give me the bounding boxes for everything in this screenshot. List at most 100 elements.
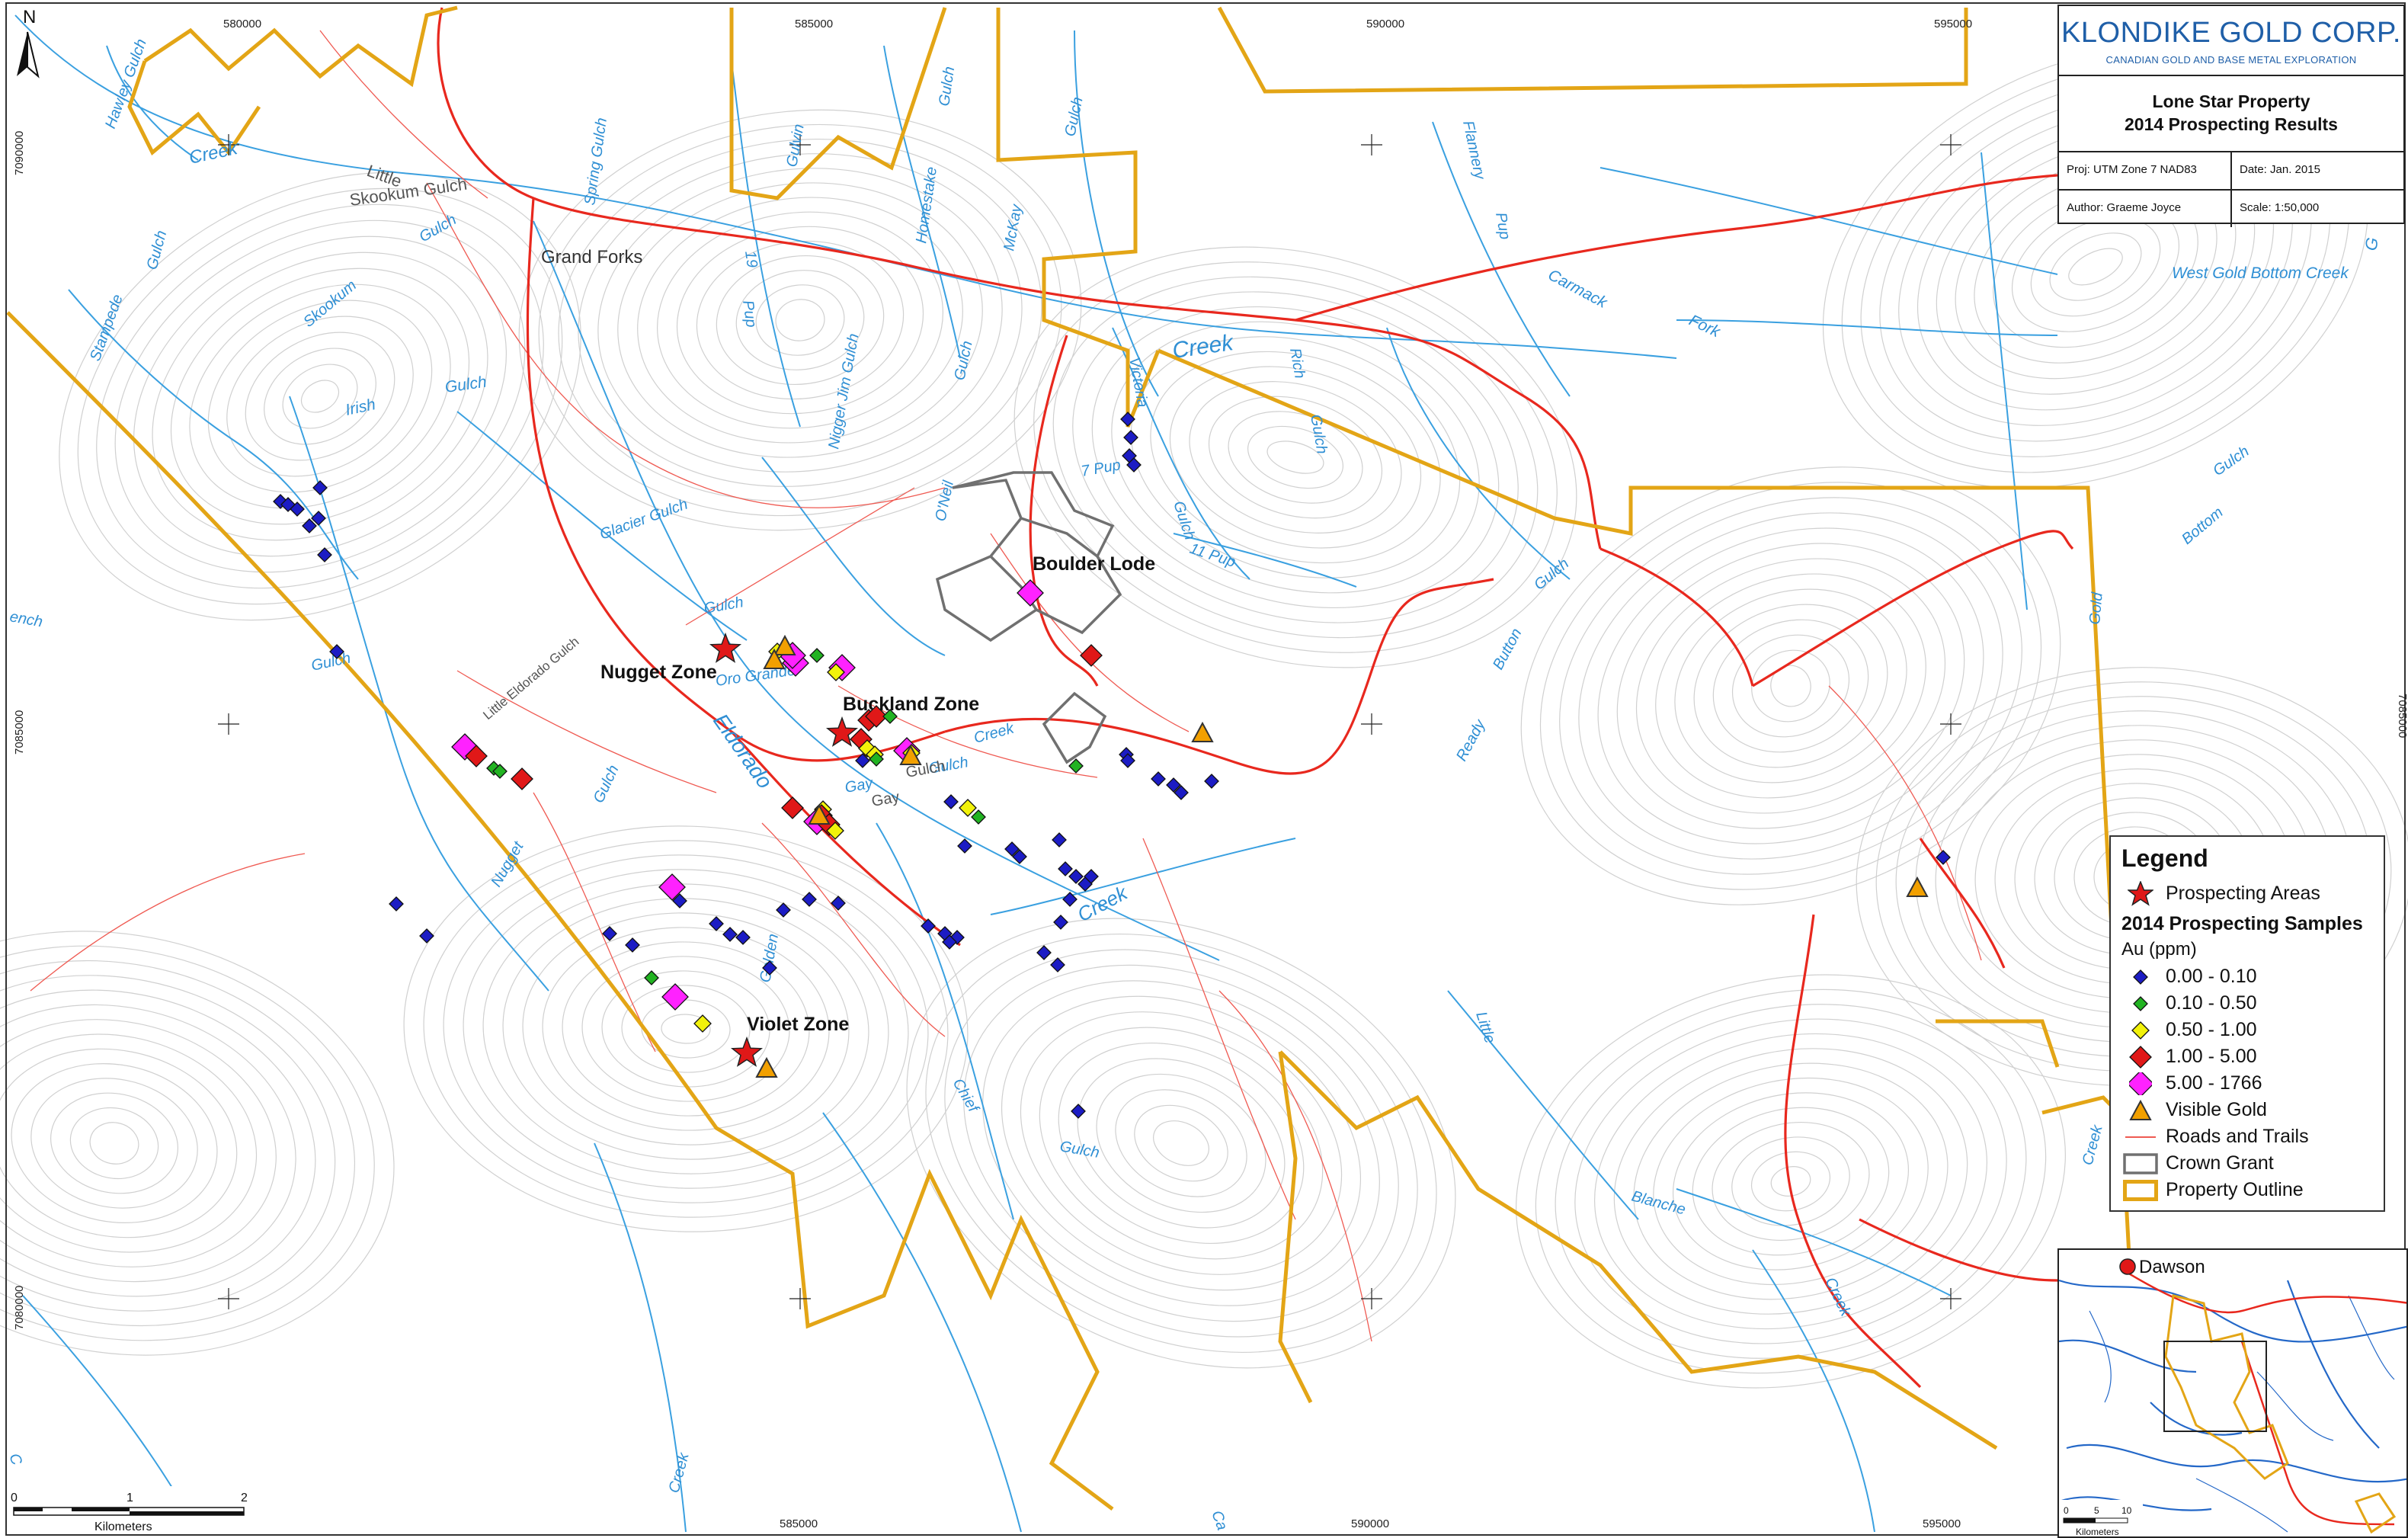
legend-roads: Roads and Trails xyxy=(2121,1123,2373,1150)
inset-tick-5: 5 xyxy=(2094,1505,2099,1516)
sample-point xyxy=(1004,841,1020,857)
sample-point xyxy=(709,916,724,931)
visible-gold-point xyxy=(773,634,796,655)
legend-property-outline: Property Outline xyxy=(2121,1177,2373,1203)
property-outline xyxy=(6,5,2150,1511)
sample-point xyxy=(602,926,617,941)
label-violet-zone: Violet Zone xyxy=(747,1014,849,1035)
main-roads xyxy=(437,7,2074,1389)
sample-point xyxy=(942,934,957,950)
legend-class-label: 0.00 - 0.10 xyxy=(2166,966,2257,987)
label-west-gold-bottom-creek: West Gold Bottom Creek xyxy=(2172,264,2349,282)
inset-dawson-label: Dawson xyxy=(2139,1257,2205,1277)
visible-gold-point xyxy=(763,648,786,669)
label-gulch-f: Gulch xyxy=(1307,413,1330,455)
visible-gold-points xyxy=(755,634,1929,1078)
grid-label-right-1: 7085000 xyxy=(2396,694,2408,738)
sample-point xyxy=(1068,758,1084,774)
company-tagline: CANADIAN GOLD AND BASE METAL EXPLORATION xyxy=(2105,54,2357,66)
sample-point xyxy=(1012,849,1027,864)
label-gold: Gold xyxy=(2086,591,2106,626)
label-gulch-l: Gulch xyxy=(703,594,744,617)
sample-point xyxy=(735,930,751,945)
diamond-icon xyxy=(2121,966,2160,988)
sample-point xyxy=(1053,915,1068,930)
sample-point xyxy=(827,663,845,681)
label-carmack: Carmack xyxy=(1545,266,1611,312)
sample-point xyxy=(658,873,686,901)
label-gulch-b: Gulch xyxy=(936,66,958,107)
sample-point xyxy=(465,745,488,767)
sample-point xyxy=(1050,957,1065,972)
sample-point xyxy=(865,705,888,728)
sample-point xyxy=(809,648,825,663)
streams xyxy=(14,14,2058,1533)
map-title: Lone Star Property 2014 Prospecting Resu… xyxy=(2059,76,2403,152)
legend-samples-heading: 2014 Prospecting Samples xyxy=(2121,913,2363,934)
prospecting-area-star xyxy=(825,716,859,747)
sample-point xyxy=(921,918,936,934)
sample-points xyxy=(273,412,1951,1119)
label-rich: Rich xyxy=(1286,347,1308,380)
label-fork: Fork xyxy=(1686,312,1724,341)
label-creek-blanche: Creek xyxy=(1821,1275,1854,1320)
prospecting-area-star xyxy=(709,632,742,663)
sample-point xyxy=(1120,412,1135,427)
label-oneil: O'Neil xyxy=(932,479,957,523)
scale-bar: 0 1 2 Kilometers xyxy=(11,1486,255,1533)
map-frame xyxy=(5,2,2406,1536)
grid-label-bottom-3: 595000 xyxy=(1923,1517,1961,1530)
water-labels: Hawley Gulch Creek Little Skookum Gulch … xyxy=(5,37,2382,1533)
diamond-icon xyxy=(2121,1072,2160,1095)
diamond-icon xyxy=(2121,1019,2160,1042)
label-homestake: Homestake xyxy=(913,165,940,244)
label-ca: Ca xyxy=(1208,1508,1230,1533)
trails xyxy=(30,30,1982,1342)
legend-class-row: 0.10 - 0.50 xyxy=(2121,990,2373,1017)
sample-point xyxy=(492,764,508,779)
label-irish: Irish xyxy=(344,396,377,419)
grid-label-top-1: 580000 xyxy=(223,18,261,30)
sample-point xyxy=(943,794,959,809)
sample-point xyxy=(511,767,533,790)
label-gulch-k: Gulch xyxy=(309,650,352,674)
prospecting-area-stars xyxy=(709,632,859,1067)
map-title-line2: 2014 Prospecting Results xyxy=(2125,114,2338,134)
label-gulch-d: Gulch xyxy=(144,229,171,271)
label-spring-gulch: Spring Gulch xyxy=(581,117,610,207)
legend-class-row: 1.00 - 5.00 xyxy=(2121,1043,2373,1070)
label-nigger-jim-gulch: Nigger Jim Gulch xyxy=(825,332,862,450)
label-gay-b: Gay xyxy=(870,789,901,810)
legend-class-label: 1.00 - 5.00 xyxy=(2166,1046,2257,1067)
inset-tick-0: 0 xyxy=(2064,1505,2069,1516)
label-mckay: McKay xyxy=(1001,203,1025,252)
grid-label-left-3: 7080000 xyxy=(13,1286,26,1330)
sample-point xyxy=(762,960,777,976)
sample-point xyxy=(1017,579,1044,607)
legend-prospecting-areas: Prospecting Areas xyxy=(2121,880,2373,907)
legend: Legend Prospecting Areas 2014 Prospectin… xyxy=(2109,835,2385,1212)
legend-class-row: 5.00 - 1766 xyxy=(2121,1070,2373,1097)
label-nugget-zone: Nugget Zone xyxy=(600,662,717,683)
contour-lines xyxy=(0,45,2408,1389)
company-header: KLONDIKE GOLD CORP. CANADIAN GOLD AND BA… xyxy=(2059,6,2403,76)
label-gulch-g: Gulch xyxy=(951,339,975,382)
map-title-line1: Lone Star Property xyxy=(2152,91,2310,111)
sample-point xyxy=(1174,785,1189,800)
sample-point xyxy=(1084,869,1099,884)
label-gulvin: Gulvin xyxy=(783,123,808,168)
legend-crown-grant: Crown Grant xyxy=(2121,1150,2373,1177)
label-gulch-j: Gulch xyxy=(1531,555,1572,593)
grid-label-bottom-1: 585000 xyxy=(780,1517,818,1530)
sample-point xyxy=(312,480,328,495)
title-block: KLONDIKE GOLD CORP. CANADIAN GOLD AND BA… xyxy=(2057,5,2405,227)
label-go: G xyxy=(2361,236,2382,252)
label-pup-19: 19 xyxy=(741,250,761,269)
grid-label-top-3: 590000 xyxy=(1366,18,1404,30)
grid-label-left-2: 7085000 xyxy=(13,710,26,755)
diamond-icon xyxy=(2121,992,2160,1015)
legend-property-label: Property Outline xyxy=(2166,1179,2304,1200)
scale-tick-0: 0 xyxy=(11,1492,18,1504)
